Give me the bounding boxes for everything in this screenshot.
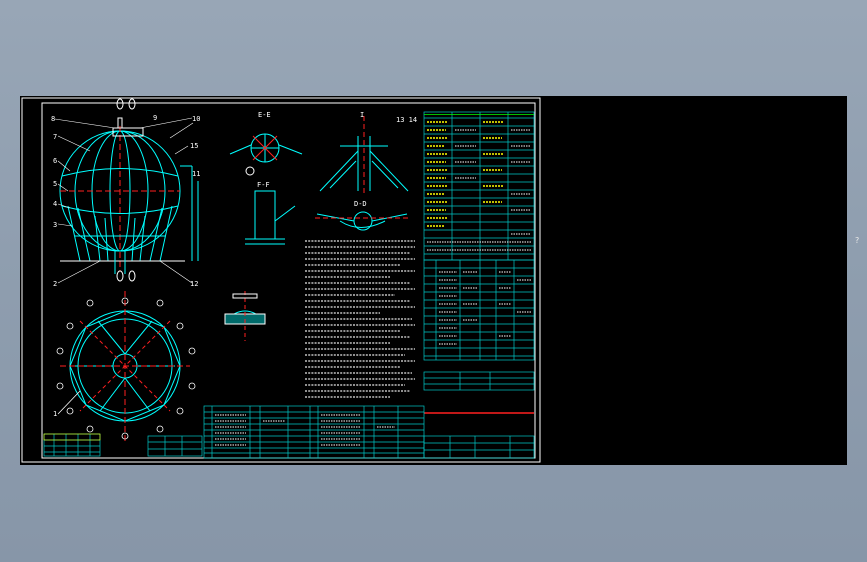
- parts-list-table: [203, 405, 425, 459]
- elevation-callouts: 8 7 6 5 4 3 9 10 15 11 2 12 1: [51, 114, 200, 418]
- design-data-values: [424, 114, 534, 227]
- callout-10: 10: [192, 115, 200, 123]
- legend-table-header: [43, 433, 101, 441]
- revision-block: [423, 371, 535, 391]
- design-data-units: [427, 129, 531, 251]
- elevation-leaders: [54, 117, 194, 284]
- plan-bolt-holes: [56, 297, 196, 440]
- legend-table-middle: [147, 435, 203, 457]
- section-f-f-label: F-F: [257, 181, 270, 189]
- plan-view: [60, 291, 190, 441]
- callout-4: 4: [53, 200, 57, 208]
- sheet-outer-frame: [21, 97, 541, 463]
- callout-15: 15: [190, 142, 198, 150]
- callout-13-14: 13 14: [396, 116, 417, 124]
- section-e-e-label: E-E: [258, 111, 271, 119]
- section-e-e: [229, 133, 303, 176]
- callout-2: 2: [53, 280, 57, 288]
- section-d-d: [315, 211, 410, 231]
- elevation-view: [59, 98, 199, 282]
- nozzle-table: [423, 259, 535, 361]
- model-viewport[interactable]: 8 7 6 5 4 3 9 10 15 11 2 12 1: [20, 96, 859, 465]
- detail-i: [319, 116, 409, 196]
- callout-8: 8: [51, 115, 55, 123]
- section-f-f: [245, 190, 296, 245]
- weld-detail: [224, 291, 266, 341]
- callout-5: 5: [53, 180, 57, 188]
- callout-3: 3: [53, 221, 57, 229]
- sheet-inner-frame: [41, 102, 536, 459]
- callout-11: 11: [192, 170, 200, 178]
- technical-notes: [305, 240, 415, 398]
- nozzle-values: [439, 271, 531, 345]
- question-cursor-icon: ?: [855, 236, 860, 245]
- title-block: [423, 435, 535, 459]
- callout-6: 6: [53, 157, 57, 165]
- design-data-table: [423, 111, 535, 261]
- legend-table-left: [43, 433, 101, 457]
- callout-12: 12: [190, 280, 198, 288]
- drawing-sheet: 8 7 6 5 4 3 9 10 15 11 2 12 1: [21, 97, 541, 463]
- callout-1: 1: [53, 410, 57, 418]
- callout-9: 9: [153, 114, 157, 122]
- parts-list-values: [215, 414, 395, 446]
- section-d-d-label: D-D: [354, 200, 367, 208]
- callout-7: 7: [53, 133, 57, 141]
- detail-i-label: I: [360, 111, 364, 119]
